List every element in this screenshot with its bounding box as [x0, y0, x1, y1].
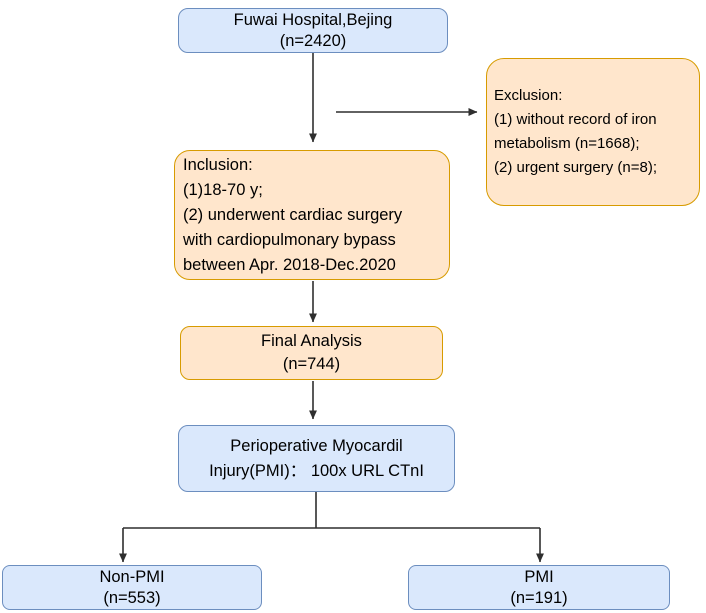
node-fuwai-hospital-line1: Fuwai Hospital,Bejing: [233, 10, 393, 29]
node-pmi-definition-line2: Injury(PMI)： 100x URL CTnI: [209, 461, 424, 480]
node-non-pmi: Non-PMI (n=553): [2, 565, 262, 610]
node-exclusion-line2: (1) without record of iron: [494, 111, 657, 128]
node-fuwai-hospital: Fuwai Hospital,Bejing (n=2420): [178, 8, 448, 53]
node-inclusion: Inclusion: (1)18-70 y; (2) underwent car…: [174, 150, 450, 280]
node-exclusion: Exclusion: (1) without record of iron me…: [486, 58, 700, 206]
node-exclusion-line4: (2) urgent surgery (n=8);: [494, 159, 657, 176]
node-pmi-line2: (n=191): [510, 588, 568, 607]
node-inclusion-line3: (2) underwent cardiac surgery: [183, 205, 403, 224]
node-inclusion-line5: between Apr. 2018-Dec.2020: [183, 255, 396, 274]
node-inclusion-line2: (1)18-70 y;: [183, 180, 263, 199]
node-final-analysis: Final Analysis (n=744): [180, 326, 443, 380]
node-fuwai-hospital-line2: (n=2420): [279, 31, 347, 50]
node-non-pmi-line1: Non-PMI: [99, 567, 165, 586]
node-pmi-definition-line1: Perioperative Myocardil: [230, 436, 403, 455]
node-inclusion-line1: Inclusion:: [183, 155, 253, 174]
node-pmi-definition: Perioperative Myocardil Injury(PMI)： 100…: [178, 425, 455, 492]
branch-connector: [123, 492, 540, 529]
node-final-analysis-line2: (n=744): [282, 355, 341, 373]
node-final-analysis-line1: Final Analysis: [261, 332, 362, 350]
node-pmi-line1: PMI: [524, 567, 554, 586]
node-non-pmi-line2: (n=553): [103, 588, 161, 607]
node-inclusion-line4: with cardiopulmonary bypass: [183, 230, 396, 249]
node-pmi: PMI (n=191): [408, 565, 670, 610]
node-exclusion-line3: metabolism (n=1668);: [494, 135, 640, 152]
node-exclusion-line1: Exclusion:: [494, 87, 563, 104]
